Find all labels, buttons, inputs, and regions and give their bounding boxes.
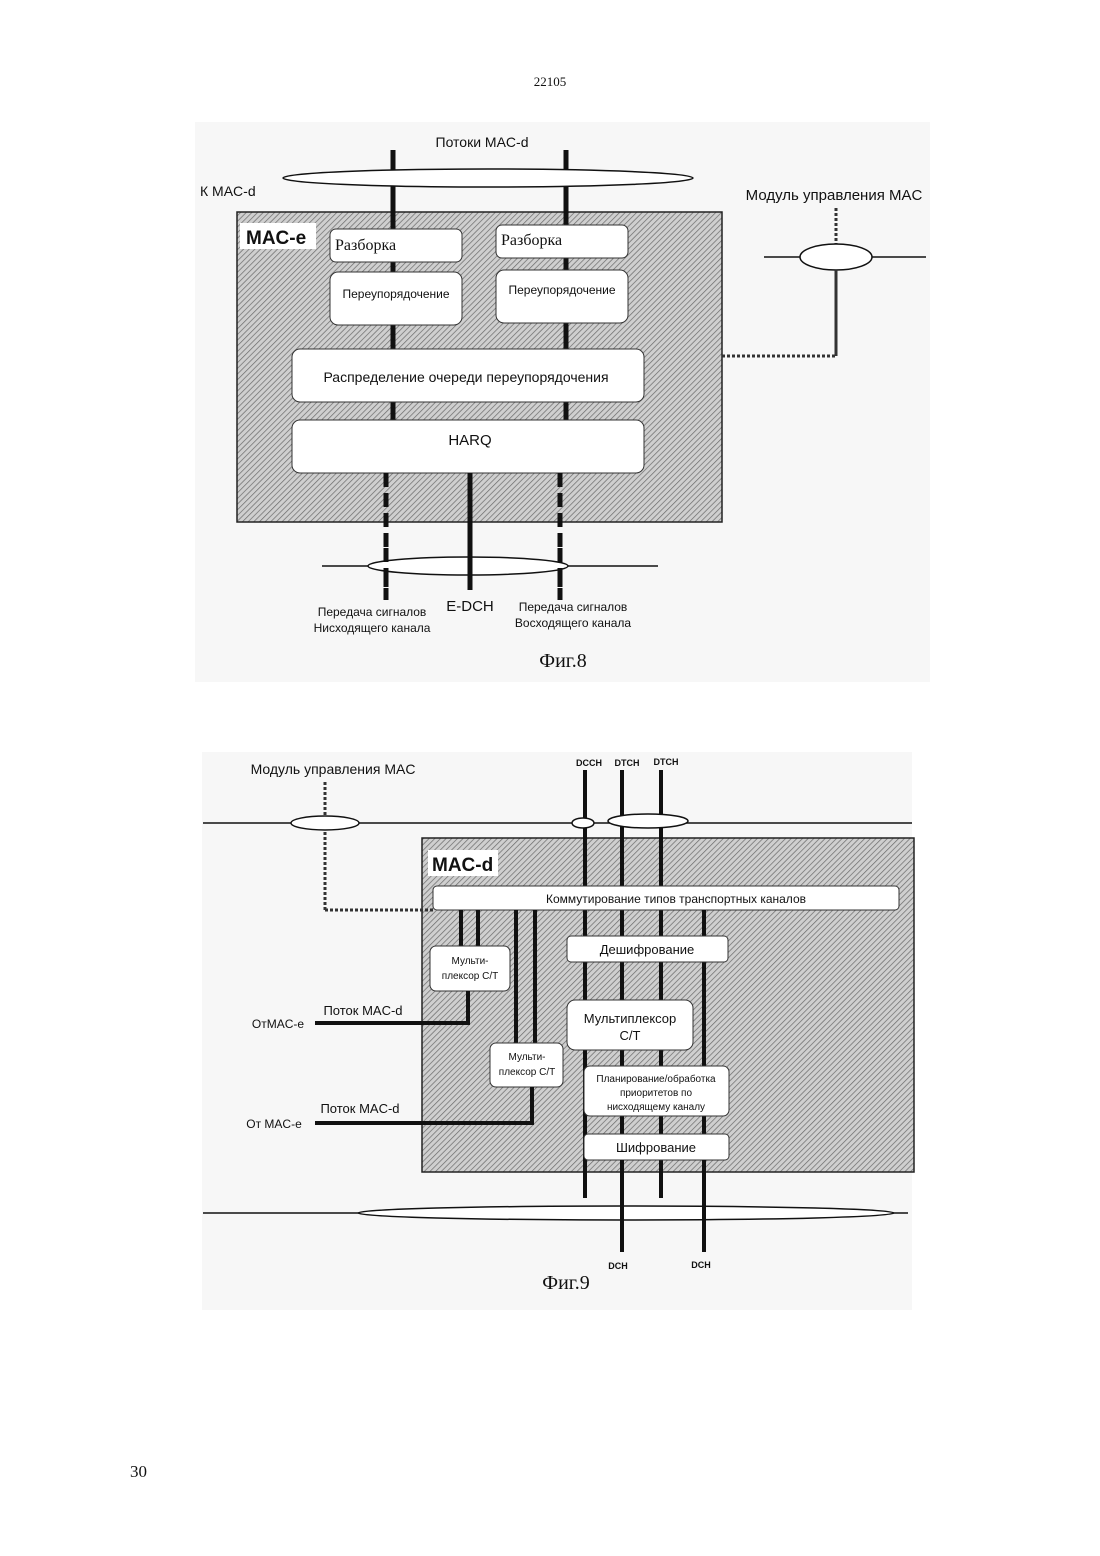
dcch-label: DCCH xyxy=(576,758,602,768)
mac-control-ellipse xyxy=(800,244,872,270)
mac-d-flows-ellipse xyxy=(283,169,693,187)
reorder-right-label: Переупорядочение xyxy=(508,283,615,297)
mux-ct-small-2-line2: плексор C/T xyxy=(499,1067,555,1078)
downlink-label-line2: Нисходящего канала xyxy=(314,621,431,635)
dch-label-2: DCH xyxy=(691,1260,711,1270)
page-footer-number: 30 xyxy=(130,1462,147,1482)
scheduling-line2: приоритетов по xyxy=(620,1088,693,1099)
ciphering-label: Шифрование xyxy=(616,1140,696,1155)
mac-control-module-label-fig9: Модуль управления MAC xyxy=(251,761,416,777)
disassembly-left-label: Разборка xyxy=(335,237,396,254)
mac-d-flow-2-label: Поток MAC-d xyxy=(320,1101,399,1116)
dtch-label-2: DTCH xyxy=(654,757,679,767)
figure-9-caption: Фиг.9 xyxy=(542,1272,589,1294)
mux-ct-small-1-line1: Мульти- xyxy=(452,956,489,967)
dch-label-1: DCH xyxy=(608,1261,628,1271)
from-mac-e-2-label: От MAC-e xyxy=(246,1117,302,1131)
switching-label: Коммутирование типов транспортных канало… xyxy=(546,892,806,906)
from-mac-e-1-label: ОтMAC-e xyxy=(252,1017,304,1031)
scheduling-line1: Планирование/обработка xyxy=(596,1073,716,1085)
dcch-ellipse xyxy=(572,818,594,828)
figure-9: MAC-d Модуль управления MAC DCCH DTCH DT… xyxy=(202,752,914,1310)
edch-label: E-DCH xyxy=(446,598,494,615)
uplink-label-line1: Передача сигналов xyxy=(519,600,628,614)
mux-ct-small-2-line1: Мульти- xyxy=(509,1052,546,1063)
mux-ct-small-1-box xyxy=(430,946,510,991)
mac-control-module-label: Модуль управления MAC xyxy=(746,187,923,204)
figure-8: MAC-e Потоки MAC-d К MAC-d Разборка Разб… xyxy=(195,122,930,682)
mac-control-ellipse-fig9 xyxy=(291,816,359,830)
queue-distribution-label: Распределение очереди переупорядочения xyxy=(323,369,608,385)
downlink-label-line1: Передача сигналов xyxy=(318,605,427,619)
mac-d-flows-label: Потоки MAC-d xyxy=(436,134,529,150)
harq-label: HARQ xyxy=(448,432,491,449)
disassembly-right-label: Разборка xyxy=(501,232,562,249)
mux-ct-small-2-box xyxy=(490,1043,563,1087)
dtch-label-1: DTCH xyxy=(615,758,640,768)
mac-d-label: MAC-d xyxy=(432,855,493,876)
reorder-left-label: Переупорядочение xyxy=(342,287,449,301)
dtch-ellipse xyxy=(608,814,688,828)
mac-d-flow-1-label: Поток MAC-d xyxy=(323,1003,402,1018)
uplink-label-line2: Восходящего канала xyxy=(515,616,631,630)
scheduling-line3: нисходящему каналу xyxy=(607,1102,705,1113)
mux-ct-big-line1: Мультиплексор xyxy=(584,1011,677,1026)
mux-ct-big-line2: C/T xyxy=(620,1028,641,1043)
figure-8-caption: Фиг.8 xyxy=(539,650,586,672)
mac-e-label: MAC-e xyxy=(246,228,306,249)
transport-channel-ellipse xyxy=(358,1206,894,1220)
deciphering-label: Дешифрование xyxy=(600,942,695,957)
to-mac-d-label: К MAC-d xyxy=(200,183,256,199)
mux-ct-small-1-line2: плексор C/T xyxy=(442,971,498,982)
